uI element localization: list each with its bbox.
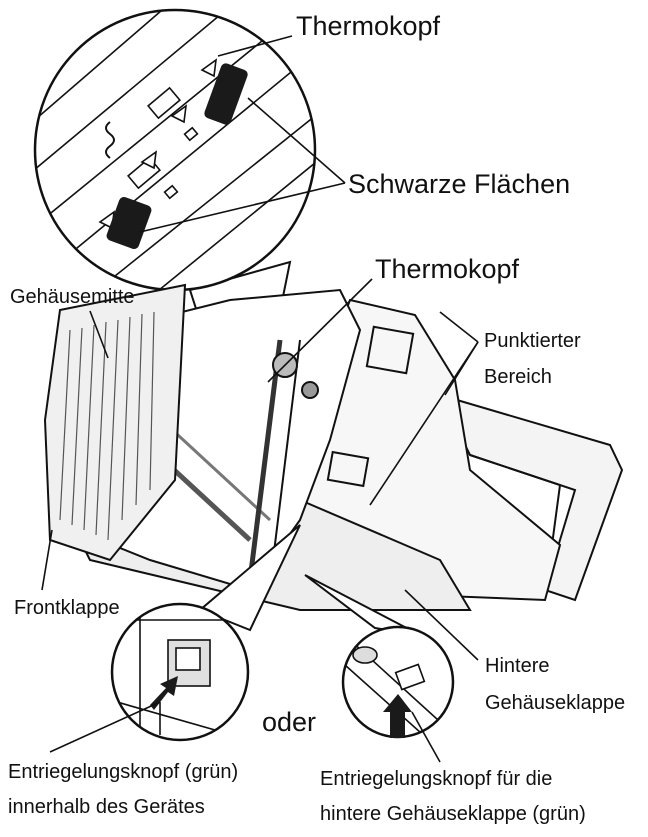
label-knopf-innen-1: Entriegelungsknopf (grün) xyxy=(8,761,239,783)
rear-button-callout xyxy=(304,574,455,739)
label-punktierter-bereich-2: Bereich xyxy=(484,366,552,388)
label-hintere-line2: Gehäuseklappe xyxy=(485,692,626,714)
label-frontklappe: Frontklappe xyxy=(14,597,120,619)
black-area-upper xyxy=(204,63,248,125)
label-schwarze-flaechen: Schwarze Flächen xyxy=(348,169,571,199)
label-thermokopf-top: Thermokopf xyxy=(296,11,441,41)
rear-release-arrow xyxy=(383,694,412,738)
label-gehaeusemitte: Gehäusemitte xyxy=(10,286,135,308)
inner-button-callout xyxy=(110,524,301,742)
label-oder: oder xyxy=(262,707,317,737)
label-knopf-hinten-1: Entriegelungsknopf für die xyxy=(320,768,553,790)
label-knopf-innen-2: innerhalb des Gerätes xyxy=(8,796,205,818)
black-area-lower xyxy=(106,196,152,250)
front-flap xyxy=(43,283,187,562)
fax-body xyxy=(43,283,624,611)
inner-release-arrow xyxy=(150,676,178,710)
label-knopf-hinten-2: hintere Gehäuseklappe (grün) xyxy=(320,803,586,825)
label-thermokopf-mid: Thermokopf xyxy=(375,254,520,284)
label-punktierter-bereich-1: Punktierter xyxy=(484,330,581,352)
leader-lines xyxy=(41,35,479,763)
label-hintere-line1: Hintere xyxy=(485,655,550,677)
